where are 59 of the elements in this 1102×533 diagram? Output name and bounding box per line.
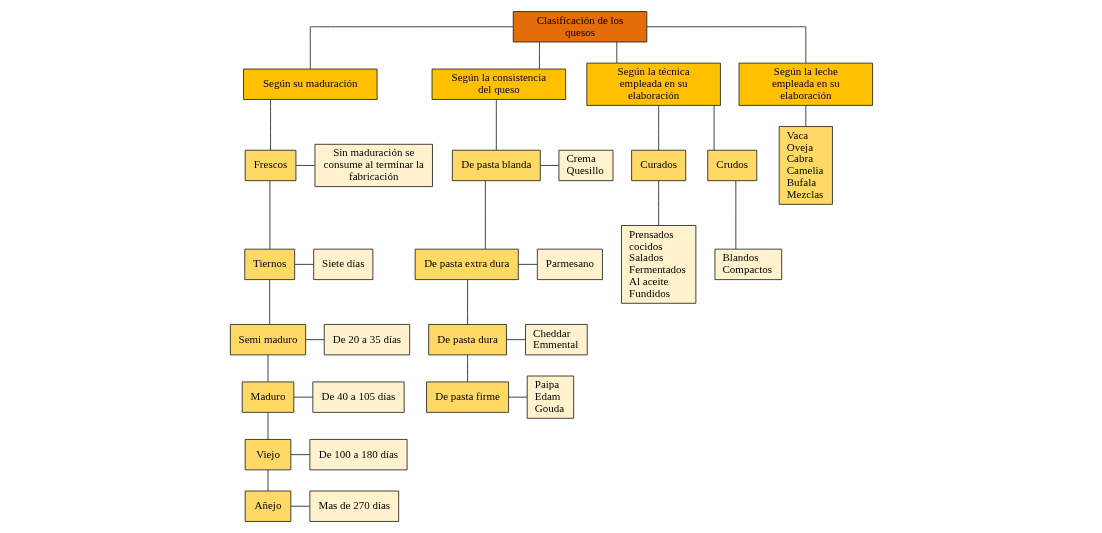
node-box: Maduro xyxy=(241,381,294,413)
connector xyxy=(495,99,497,151)
node-box: Según su maduración xyxy=(242,68,377,100)
connector xyxy=(289,505,310,507)
connector xyxy=(304,339,324,341)
node-box: Prensados cocidos Salados Fermentados Al aceite Fundidos xyxy=(620,225,696,304)
connector xyxy=(466,279,468,325)
connector xyxy=(517,263,538,265)
connector xyxy=(269,99,271,151)
node-box: Según la leche empleada en su elaboración xyxy=(738,62,873,106)
connector xyxy=(484,180,486,250)
connector xyxy=(804,105,806,127)
connector xyxy=(538,41,540,70)
connector xyxy=(615,41,617,64)
node-box: Vaca Oveja Cabra Camelia Bufala Mezclas xyxy=(778,126,833,205)
node-box: Blandos Compactos xyxy=(714,248,782,281)
connector xyxy=(734,180,736,250)
connector xyxy=(309,26,513,70)
node-box: Añejo xyxy=(244,490,291,522)
node-box: Crudos xyxy=(706,149,757,182)
node-box: Sin maduración se consume al terminar la fabricación xyxy=(314,143,433,187)
node-box: Crema Quesillo xyxy=(557,149,613,182)
node-box: De pasta extra dura xyxy=(414,248,519,281)
node-box: Viejo xyxy=(244,439,291,471)
connector xyxy=(293,396,313,398)
connector xyxy=(289,454,310,456)
connector xyxy=(713,105,714,151)
connector xyxy=(295,165,315,166)
node-box: De pasta firme xyxy=(425,381,509,413)
connector xyxy=(267,412,268,440)
node-box: Frescos xyxy=(244,149,296,182)
node-box: De pasta blanda xyxy=(451,149,541,182)
node-box: Paipa Edam Gouda xyxy=(526,375,574,419)
connector xyxy=(267,469,268,492)
connector xyxy=(268,279,270,325)
node-box: Mas de 270 días xyxy=(308,490,399,522)
node-box: Tiernos xyxy=(243,248,295,281)
node-box: De 40 a 105 días xyxy=(311,381,405,413)
node-box: De 100 a 180 días xyxy=(308,439,408,471)
node-box: De 20 a 35 días xyxy=(323,324,410,356)
connector xyxy=(539,165,559,166)
node-box: Parmesano xyxy=(536,248,603,281)
node-box: Semi maduro xyxy=(229,324,306,356)
node-box: De pasta dura xyxy=(427,324,507,356)
connector xyxy=(269,180,270,250)
connector xyxy=(507,396,527,398)
node-box: Siete días xyxy=(312,248,373,281)
connector xyxy=(657,180,659,226)
node-box: Según la técnica empleada en su elaboración xyxy=(585,62,721,106)
node-box: Clasificación de los quesos xyxy=(512,11,647,43)
connector xyxy=(505,339,526,341)
connector xyxy=(657,105,659,151)
node-box: Cheddar Emmental xyxy=(524,324,588,356)
connector xyxy=(645,26,806,64)
connector xyxy=(294,263,314,265)
connector xyxy=(267,354,268,383)
node-box: Según la consistencia del queso xyxy=(431,68,566,100)
connector xyxy=(466,354,468,383)
node-box: Curados xyxy=(630,149,686,182)
